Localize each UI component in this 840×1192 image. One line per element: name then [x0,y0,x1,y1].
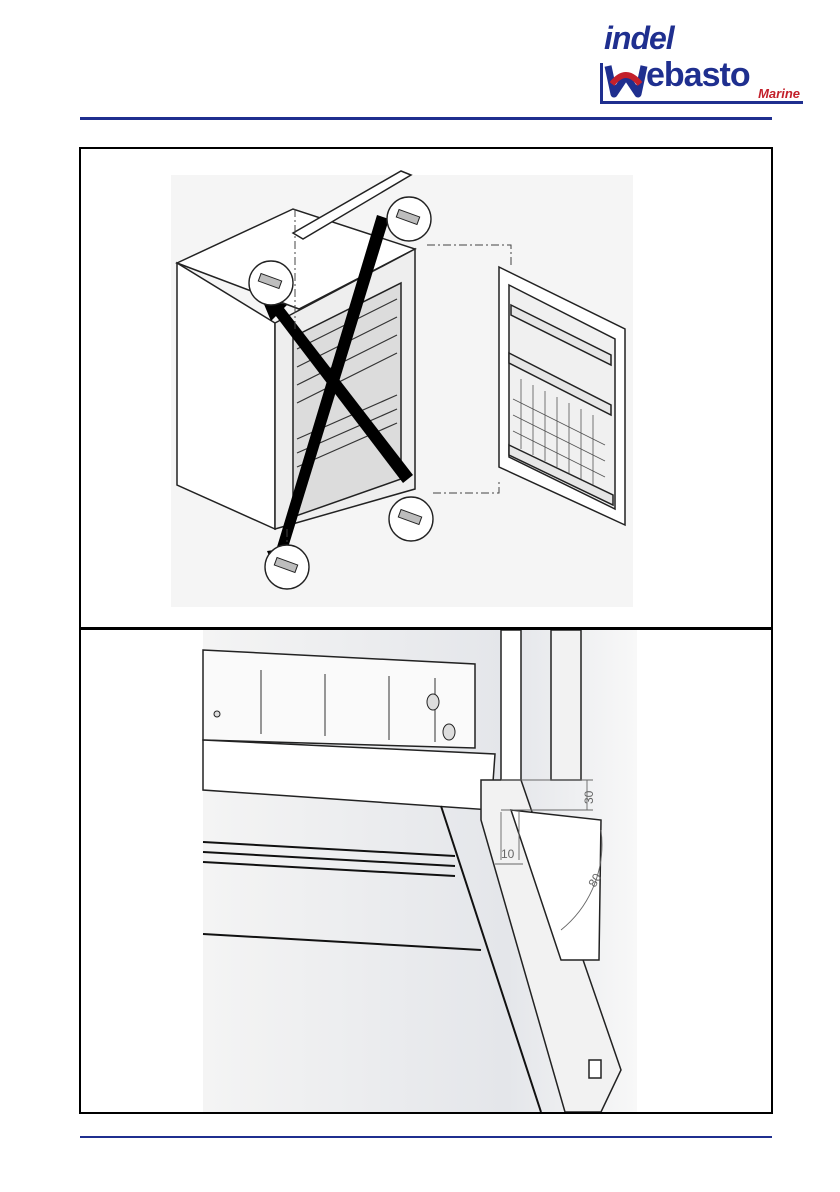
fridge-cabinet [177,209,415,529]
logo-w-mark-icon [604,62,648,102]
brand-logo: indel ebasto Marine [598,26,804,106]
logo-marine-text: Marine [758,86,800,101]
footer-rule [80,1136,772,1138]
kickplate-drawing: 30 10 80 [81,630,771,1112]
logo-webasto-text: ebasto [646,56,750,95]
figure-kickplate-detail: 30 10 80 [79,627,773,1114]
dimension-label-10: 10 [501,847,515,861]
logo-indel-text: indel [604,20,674,57]
dimension-label-30: 30 [582,790,596,804]
hinge-reversal-drawing [81,149,771,629]
latch-icon [589,1060,601,1078]
header-rule [80,117,772,120]
figure-hinge-reversal [79,147,773,631]
